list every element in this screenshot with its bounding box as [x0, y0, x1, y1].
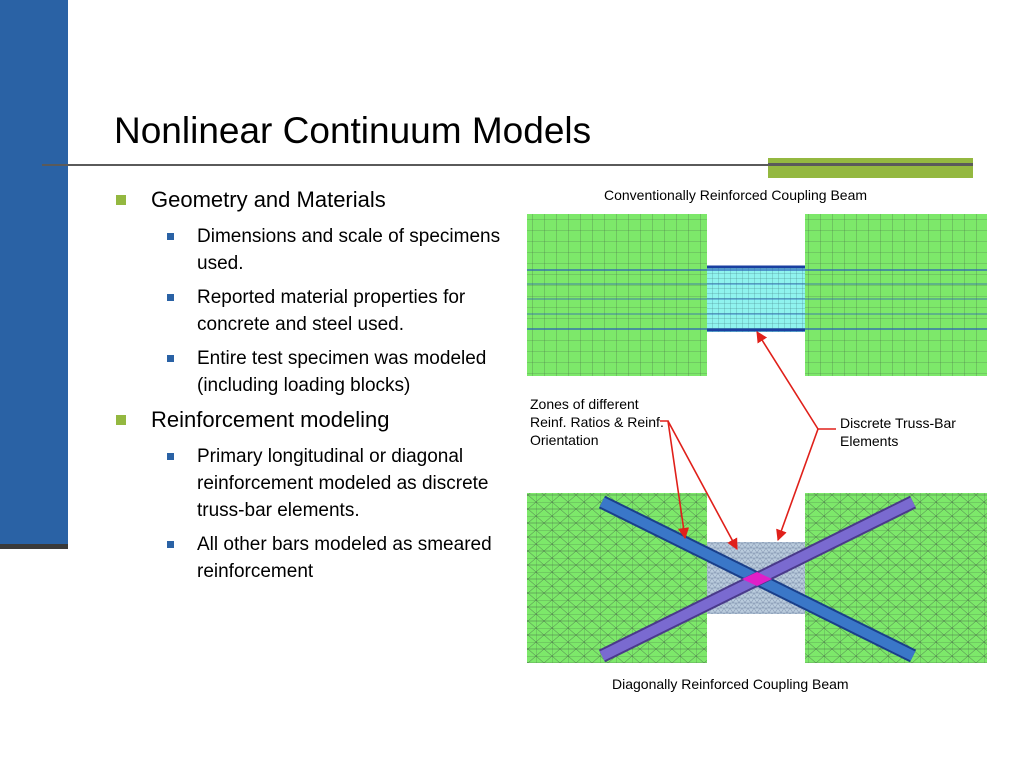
square-bullet-icon — [167, 233, 174, 240]
sidebar-decoration — [0, 0, 68, 548]
title-accent-bar — [768, 158, 973, 178]
annotation-arrows — [660, 331, 836, 550]
truss-arrow-2 — [776, 428, 819, 542]
sub-bullet: Dimensions and scale of specimens used. — [160, 223, 522, 277]
fe-mesh-figure — [527, 214, 987, 663]
title-rule — [42, 164, 972, 166]
bullet-list: Geometry and Materials Dimensions and sc… — [114, 186, 524, 592]
bar-intersection-zone — [742, 572, 772, 586]
sub-bullet: Primary longitudinal or diagonal reinfor… — [160, 443, 522, 524]
sub-bullet-text: Reported material properties for concret… — [197, 287, 466, 335]
title-accent-line — [768, 163, 973, 166]
square-bullet-icon — [116, 415, 126, 425]
zones-annotation: Zones of different Reinf. Ratios & Reinf… — [530, 396, 664, 448]
square-bullet-icon — [167, 541, 174, 548]
diagonal-beam-mesh — [527, 493, 987, 663]
square-bullet-icon — [167, 294, 174, 301]
slide-title: Nonlinear Continuum Models — [114, 110, 592, 151]
square-bullet-icon — [167, 453, 174, 460]
truss-annotation: Discrete Truss-Bar Elements — [840, 415, 956, 449]
sub-bullet: Reported material properties for concret… — [160, 284, 522, 338]
conventional-beam-mesh — [527, 214, 987, 376]
top-figure-caption: Conventionally Reinforced Coupling Beam — [604, 187, 868, 203]
bullet-geometry: Geometry and Materials — [114, 186, 524, 213]
square-bullet-icon — [116, 195, 126, 205]
sub-bullet: Entire test specimen was modeled (includ… — [160, 345, 522, 399]
sub-bullet: All other bars modeled as smeared reinfo… — [160, 531, 522, 585]
bullet-label: Geometry and Materials — [151, 187, 386, 212]
square-bullet-icon — [167, 355, 174, 362]
bullet-label: Reinforcement modeling — [151, 407, 390, 432]
sub-bullet-text: Entire test specimen was modeled (includ… — [197, 348, 487, 396]
sidebar-shadow — [0, 544, 68, 549]
sub-bullet-text: Dimensions and scale of specimens used. — [197, 226, 501, 274]
zones-arrow-2 — [667, 420, 738, 550]
sub-bullet-text: All other bars modeled as smeared reinfo… — [197, 534, 492, 582]
bullet-reinforcement: Reinforcement modeling — [114, 406, 524, 433]
sub-bullet-text: Primary longitudinal or diagonal reinfor… — [197, 446, 489, 521]
bottom-figure-caption: Diagonally Reinforced Coupling Beam — [612, 676, 849, 692]
